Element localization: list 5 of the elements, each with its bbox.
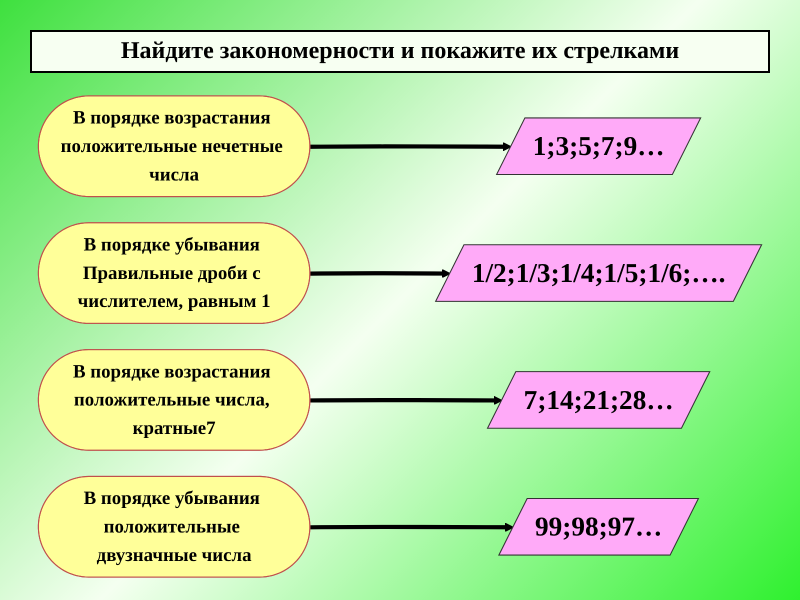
title-banner: Найдите закономерности и покажите их стрелками (30, 30, 770, 73)
arrow (310, 396, 503, 406)
arrow (310, 268, 451, 278)
arrow (310, 522, 514, 532)
arrow (310, 142, 512, 152)
